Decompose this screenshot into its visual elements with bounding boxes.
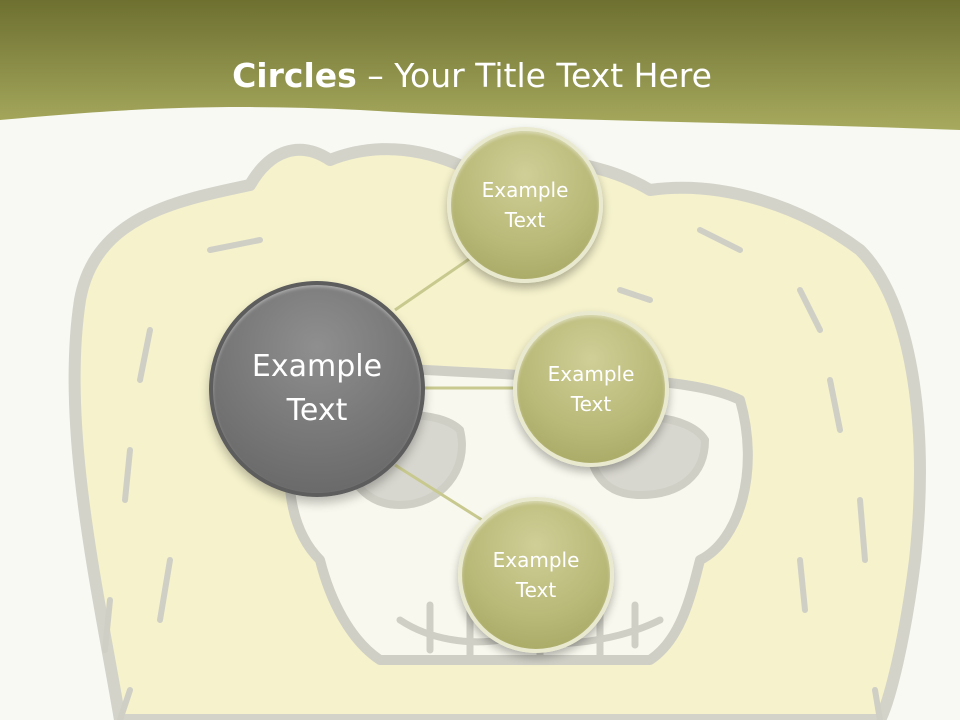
slide-title: Circles – Your Title Text Here <box>0 52 944 100</box>
satellite-circle-top[interactable]: Example Text <box>447 127 603 283</box>
title-bold-part: Circles <box>232 56 357 95</box>
satellite-circle-label: Example Text <box>547 362 635 416</box>
satellite-circle-bottom[interactable]: Example Text <box>458 497 614 653</box>
title-rest-part: – Your Title Text Here <box>356 56 712 95</box>
connector-line-bottom <box>394 463 483 522</box>
center-circle[interactable]: Example Text <box>209 281 425 497</box>
center-circle-label: Example Text <box>251 349 383 428</box>
satellite-circle-middle[interactable]: Example Text <box>513 311 669 467</box>
header-band <box>0 0 960 130</box>
satellite-circle-label: Example Text <box>492 548 580 602</box>
connector-line-top <box>394 253 476 312</box>
satellite-circle-label: Example Text <box>481 178 569 232</box>
